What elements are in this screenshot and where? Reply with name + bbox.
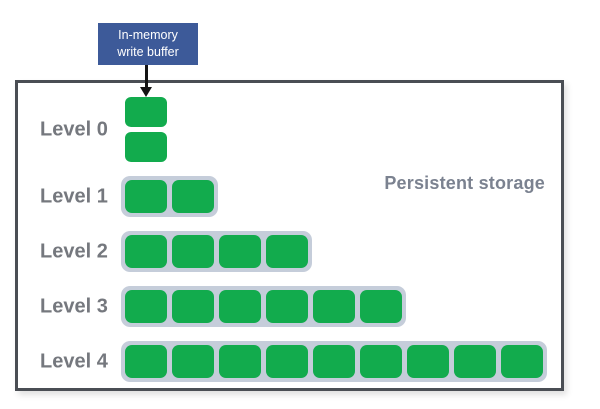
sstable-group bbox=[121, 231, 312, 272]
sstable-block bbox=[360, 290, 402, 323]
sstable-block bbox=[454, 345, 496, 378]
sstable-group bbox=[121, 341, 547, 382]
level-label: Level 0 bbox=[40, 118, 108, 140]
level-label: Level 2 bbox=[40, 240, 108, 262]
sstable-block bbox=[172, 345, 214, 378]
sstable-block bbox=[407, 345, 449, 378]
in-memory-write-buffer-box: In-memory write buffer bbox=[98, 23, 198, 65]
sstable-block bbox=[219, 290, 261, 323]
sstable-block bbox=[125, 345, 167, 378]
sstable-block bbox=[266, 290, 308, 323]
sstable-block bbox=[172, 290, 214, 323]
persistent-storage-label: Persistent storage bbox=[384, 173, 545, 193]
sstable-block bbox=[125, 290, 167, 323]
sstable-block bbox=[219, 235, 261, 268]
sstable-block bbox=[313, 290, 355, 323]
level-label: Level 4 bbox=[40, 350, 108, 372]
sstable-block bbox=[219, 345, 261, 378]
sstable-block bbox=[360, 345, 402, 378]
level-label: Level 3 bbox=[40, 295, 108, 317]
sstable-block bbox=[172, 235, 214, 268]
level-row-3: Level 3 bbox=[18, 286, 561, 327]
sstable-group bbox=[121, 286, 406, 327]
sstable-block bbox=[266, 235, 308, 268]
sstable-block bbox=[125, 132, 167, 162]
arrow-head bbox=[140, 87, 152, 97]
level-row-0: Level 0 bbox=[18, 97, 561, 162]
sstable-block bbox=[125, 235, 167, 268]
arrow-line bbox=[145, 65, 148, 88]
in-memory-write-buffer-label: In-memory write buffer bbox=[117, 28, 179, 59]
sstable-block bbox=[266, 345, 308, 378]
level-row-1: Level 1 bbox=[18, 176, 561, 217]
sstable-block bbox=[125, 180, 167, 213]
level-label: Level 1 bbox=[40, 185, 108, 207]
persistent-storage-container: Persistent storage Level 0 Level 1 Level 2… bbox=[15, 80, 564, 391]
sstable-block bbox=[125, 97, 167, 127]
down-arrow-icon bbox=[140, 65, 153, 97]
sstable-block bbox=[501, 345, 543, 378]
level-row-2: Level 2 bbox=[18, 231, 561, 272]
sstable-group bbox=[121, 176, 218, 217]
sstable-block bbox=[313, 345, 355, 378]
level-row-4: Level 4 bbox=[18, 341, 561, 382]
sstable-stack bbox=[125, 97, 167, 162]
sstable-block bbox=[172, 180, 214, 213]
